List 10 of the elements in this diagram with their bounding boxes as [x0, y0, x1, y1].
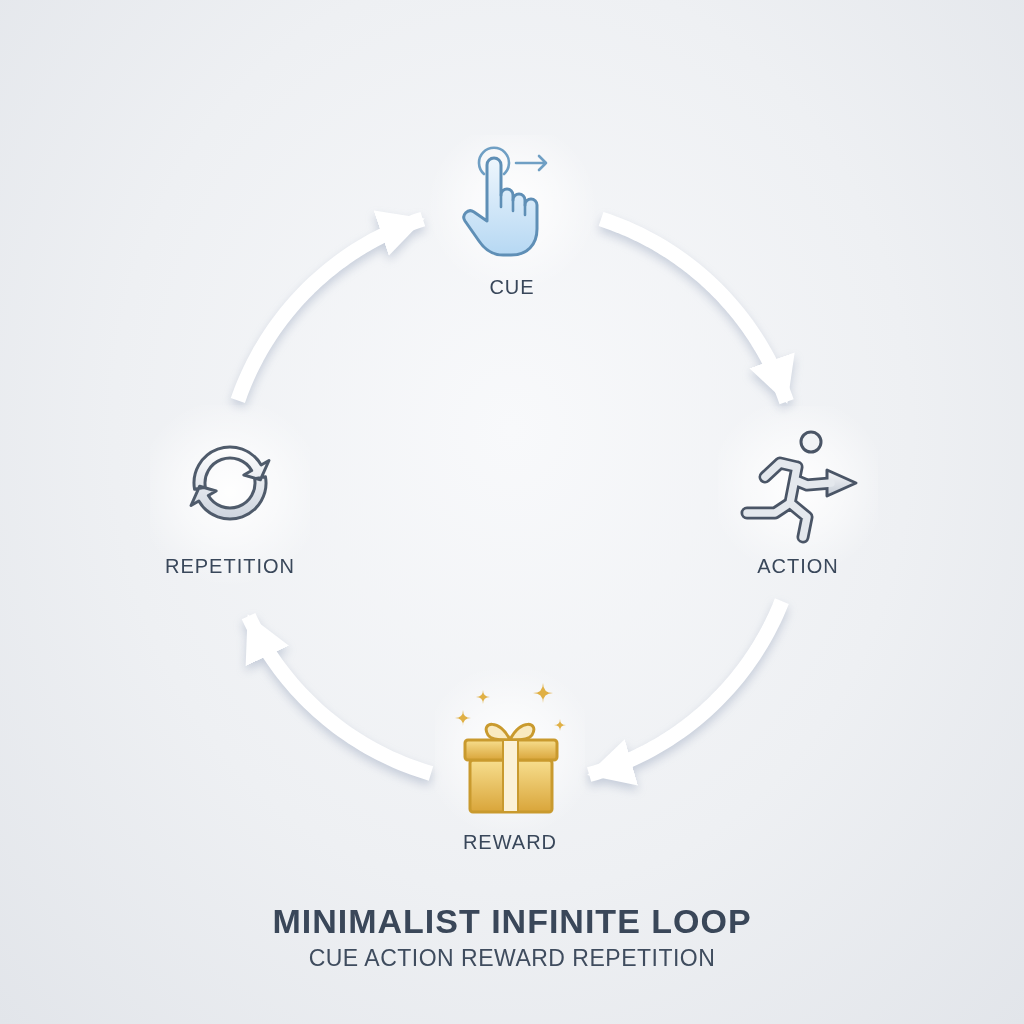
cycle-arrow [230, 210, 426, 403]
step-label: CUE [489, 276, 535, 298]
step-label: REPETITION [165, 555, 295, 577]
diagram-title: MINIMALIST INFINITE LOOP [272, 901, 752, 941]
diagram-subtitle: CUE ACTION REWARD REPETITION [308, 944, 716, 972]
step-label: ACTION [757, 555, 839, 577]
cycle-arrow [587, 598, 789, 786]
cycle-arrow [598, 211, 795, 405]
step-label: REWARD [462, 831, 558, 853]
cycle-arrow [241, 612, 434, 781]
